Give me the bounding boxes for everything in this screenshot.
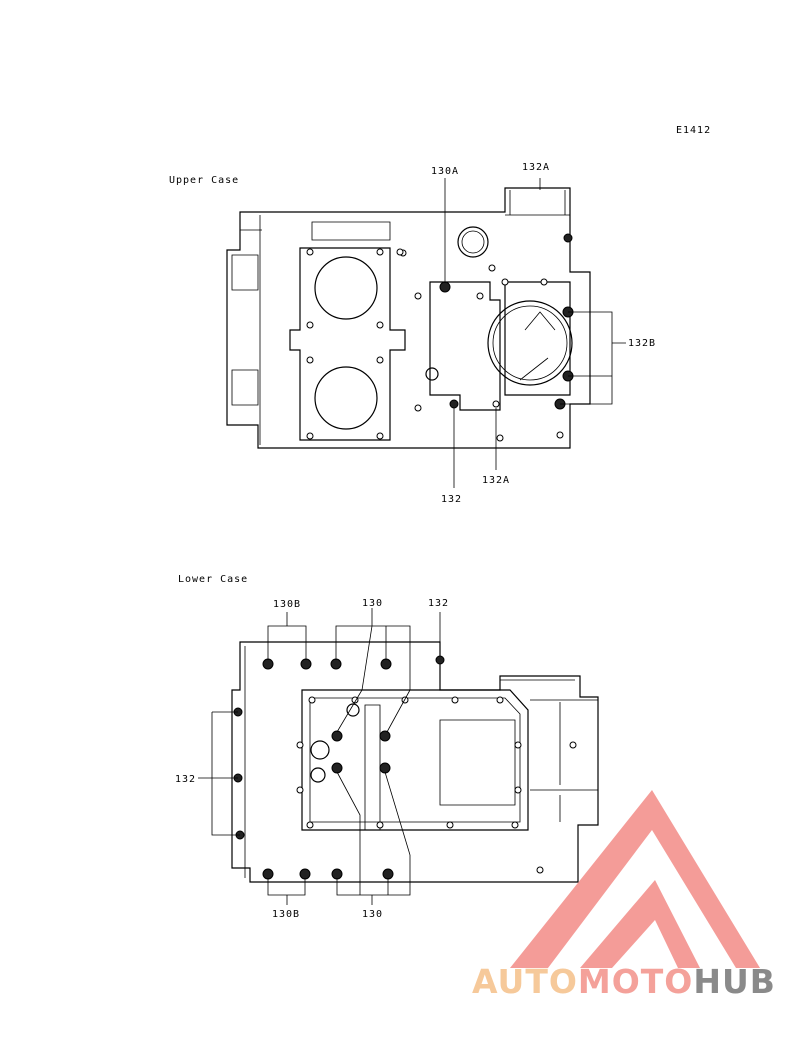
label-130a: 130A — [431, 166, 459, 177]
label-132a-bottom: 132A — [482, 475, 510, 486]
lower-case-title: Lower Case — [178, 574, 248, 585]
label-132a-top: 132A — [522, 162, 550, 173]
label-132-left: 132 — [175, 774, 196, 785]
lower-case-drawing: Lower Case — [175, 574, 599, 920]
watermark-logo-icon — [510, 790, 760, 968]
figure-code: E1412 — [676, 125, 711, 136]
watermark-part-auto: AUTO — [472, 962, 578, 1001]
label-130-top: 130 — [362, 598, 383, 609]
upper-case-drawing: Upper Case — [169, 162, 656, 505]
watermark-part-hub: HUB — [693, 962, 776, 1001]
watermark-text: AUTOMOTOHUB — [472, 962, 800, 1002]
upper-case-title: Upper Case — [169, 175, 239, 186]
label-130b-top: 130B — [273, 599, 301, 610]
watermark-part-moto: MOTO — [577, 962, 694, 1001]
label-132-top: 132 — [428, 598, 449, 609]
label-130b-bottom: 130B — [272, 909, 300, 920]
label-132b: 132B — [628, 338, 656, 349]
label-132-upper: 132 — [441, 494, 462, 505]
label-130-bottom: 130 — [362, 909, 383, 920]
